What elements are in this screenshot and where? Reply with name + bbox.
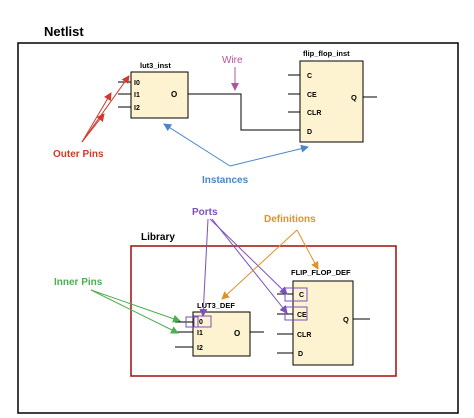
ff-inst-name: flip_flop_inst [303,49,350,58]
ff-inst-pin-d: D [307,129,312,136]
lut3-def-name: LUT3_DEF [197,301,235,310]
lut3-inst-pin-i1: I1 [134,92,140,99]
netlist-frame [17,42,459,414]
lut3-inst-name: lut3_inst [140,61,171,70]
flip-flop-definition: FLIP_FLOP_DEF C CE CLR D Q [277,268,370,366]
ff-def-block [292,280,354,366]
outer-pins-label: Outer Pins [53,149,104,160]
lut3-def-block [192,311,251,357]
ff-def-name: FLIP_FLOP_DEF [291,268,351,277]
wire-lut3-to-ff [188,93,300,131]
library-label: Library [141,232,175,243]
lut3-def-pin-o: O [234,329,240,338]
ports-label: Ports [192,207,218,218]
instances-label: Instances [202,175,249,186]
lut3-inst-block [130,71,189,119]
lut3-def-pin-i1: I1 [197,330,203,337]
lut3-instance: lut3_inst I0 I1 I2 O [118,61,189,119]
lut3-inst-pin-i2: I2 [134,105,140,112]
ff-inst-pin-clr: CLR [307,110,321,117]
lut3-inst-pin-i0: I0 [134,80,140,87]
ff-inst-block [299,60,364,143]
definitions-label: Definitions [264,214,316,225]
lut3-inst-pin-o: O [171,90,177,99]
flip-flop-instance: flip_flop_inst C CE CLR D Q [288,49,377,143]
ff-def-pin-ce: CE [297,312,307,319]
lut3-def-pin-i0: I0 [197,319,203,326]
lut3-definition: LUT3_DEF I0 I1 I2 O [175,301,264,357]
ff-inst-pin-ce: CE [307,92,317,99]
lut3-def-pin-i2: I2 [197,345,203,352]
ff-def-pin-clr: CLR [297,332,311,339]
ff-def-pin-c: C [299,292,304,299]
ff-inst-pin-q: Q [351,93,357,102]
netlist-title: Netlist [44,24,84,39]
wire-label: Wire [222,55,243,66]
ff-def-pin-d: D [298,351,303,358]
inner-pins-label: Inner Pins [54,277,103,288]
ff-inst-pin-c: C [307,73,312,80]
library-frame [130,245,397,377]
ff-def-pin-q: Q [343,315,349,324]
lut3-def-port-i0-box [185,316,199,328]
